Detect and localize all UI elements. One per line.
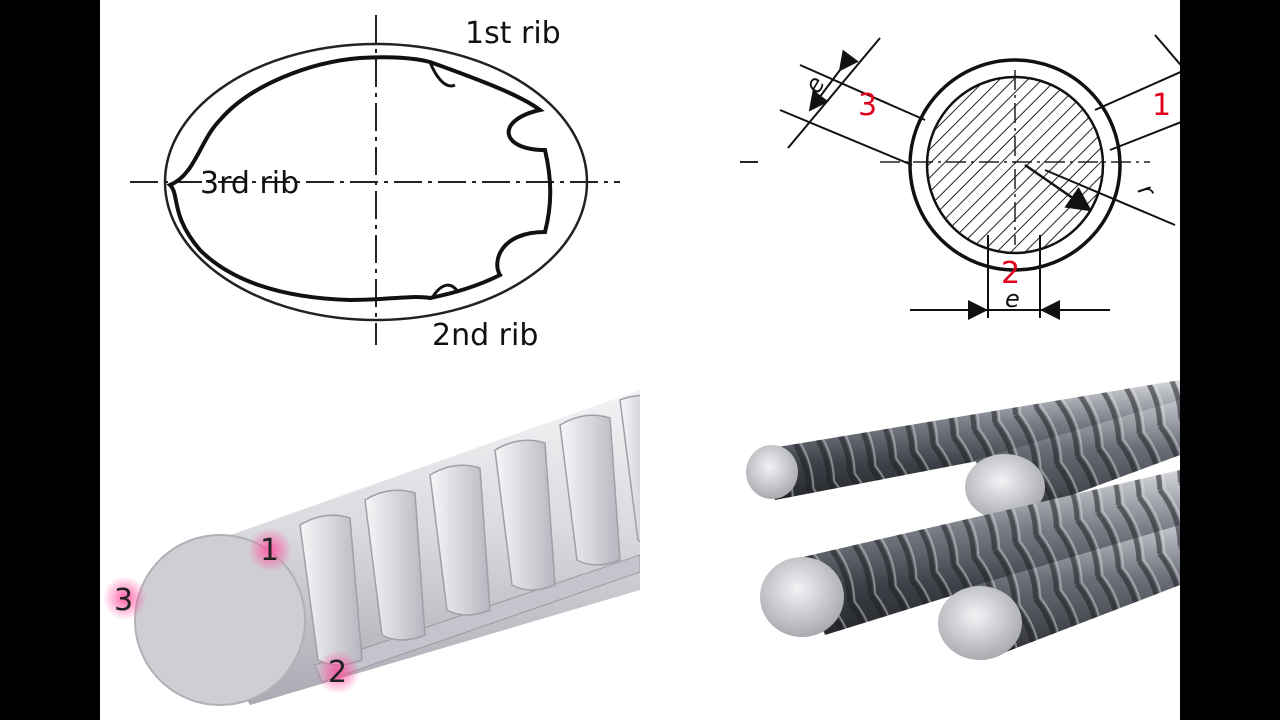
model-rib-number-1: 1 <box>260 533 279 568</box>
slide-canvas: 1st rib 2nd rib 3rd rib <box>100 0 1180 720</box>
model-rib-number-2: 2 <box>328 655 347 690</box>
cross-section-drawing: 1st rib 2nd rib 3rd rib <box>130 15 620 353</box>
steel-rebar-photo-panel <box>640 360 1180 720</box>
rebar-photo-illustration <box>746 380 1180 660</box>
rebar-cross-section-panel: 1st rib 2nd rib 3rd rib <box>100 0 640 360</box>
rebar-3d-drawing: 1 2 3 <box>103 390 640 706</box>
dim-rib-number-2: 2 <box>1001 256 1020 291</box>
rib1-label: 1st rib <box>465 16 561 51</box>
dim-rib-number-3: 3 <box>858 88 877 123</box>
dimension-diagram-panel: 1 2 3 e e e r <box>640 0 1180 360</box>
dim-e-label-bottom: e <box>1005 285 1020 313</box>
dimension-drawing: 1 2 3 e e e r <box>740 34 1180 320</box>
rebar-3d-model-panel: 1 2 3 <box>100 360 640 720</box>
model-rib-number-3: 3 <box>114 583 133 618</box>
rib2-label: 2nd rib <box>432 318 538 353</box>
dim-rib-number-1: 1 <box>1152 88 1171 123</box>
rib3-label: 3rd rib <box>200 166 299 201</box>
dim-r-label: r <box>1132 179 1162 203</box>
dim-e-label-left: e <box>799 71 831 98</box>
